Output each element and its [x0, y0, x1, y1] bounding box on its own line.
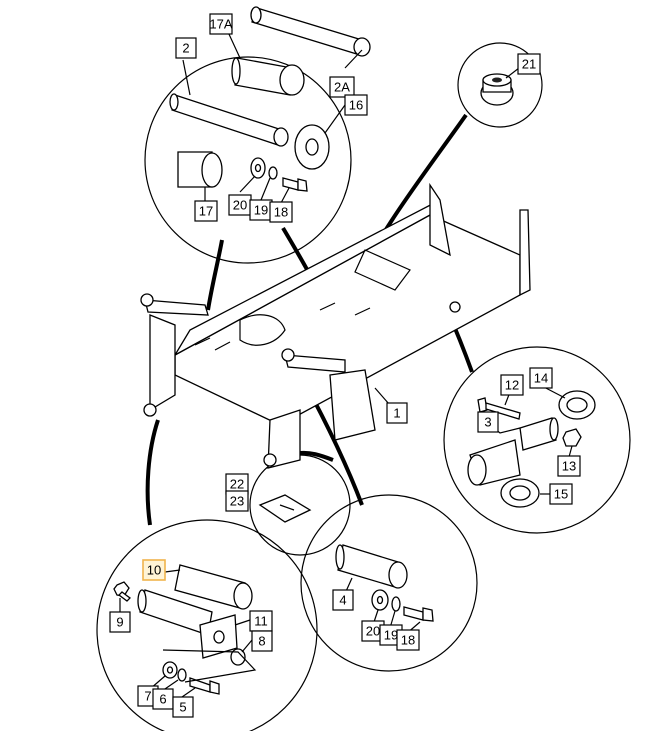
svg-text:3: 3	[484, 415, 491, 430]
svg-text:10: 10	[147, 563, 161, 578]
callout-5: 5	[172, 696, 194, 718]
callout-2: 2	[175, 37, 197, 59]
svg-text:5: 5	[179, 700, 186, 715]
svg-text:19: 19	[384, 628, 398, 643]
svg-text:15: 15	[554, 487, 568, 502]
callout-4: 4	[332, 589, 354, 611]
callout-8: 8	[251, 630, 273, 652]
part-bolt-9	[113, 581, 131, 602]
svg-text:2: 2	[182, 41, 189, 56]
svg-text:12: 12	[505, 378, 519, 393]
part-bush-17	[177, 151, 223, 188]
svg-text:18: 18	[401, 633, 415, 648]
detail-circle-bottom-mid	[300, 494, 478, 672]
part-pin-11	[137, 589, 238, 659]
part-bush-10	[174, 564, 253, 610]
leader-top-left	[206, 239, 224, 311]
callout-2a: 2A	[329, 76, 355, 98]
callout-11: 11	[249, 610, 273, 632]
detail-circle-bottom-left	[96, 519, 318, 731]
svg-text:14: 14	[534, 371, 548, 386]
svg-text:9: 9	[116, 615, 123, 630]
svg-text:16: 16	[349, 98, 363, 113]
part-bush-8	[230, 648, 246, 666]
part-washer-20-bottom	[371, 589, 389, 611]
part-washer-7	[162, 661, 178, 679]
callout-18-bottom: 18	[396, 629, 420, 651]
callout-9: 9	[109, 611, 131, 633]
svg-text:17: 17	[199, 204, 213, 219]
part-bolt-5	[189, 677, 220, 695]
svg-text:23: 23	[230, 494, 244, 509]
part-pin-2	[169, 93, 289, 147]
callout-20-bottom: 20	[361, 620, 385, 642]
callout-14: 14	[529, 367, 553, 389]
svg-text:19: 19	[254, 203, 268, 218]
callout-23: 23	[225, 490, 249, 512]
part-pin-3	[467, 417, 559, 486]
callout-19-top: 19	[249, 199, 273, 221]
svg-text:17A: 17A	[209, 17, 232, 32]
svg-text:7: 7	[144, 689, 151, 704]
detail-circle-right	[443, 346, 631, 534]
detail-circle-top	[144, 56, 352, 264]
svg-text:6: 6	[159, 692, 166, 707]
leader-bottom-left	[145, 419, 160, 526]
part-nut-21	[480, 73, 514, 106]
part-pin-4	[335, 544, 408, 589]
callout-3: 3	[477, 411, 499, 433]
callout-18-top: 18	[269, 201, 293, 223]
callout-22: 22	[225, 473, 249, 495]
part-washer-14	[558, 390, 596, 420]
part-washer-16	[294, 124, 330, 170]
callout-16: 16	[344, 94, 368, 116]
part-nut-13	[562, 428, 582, 447]
svg-text:4: 4	[339, 593, 346, 608]
svg-text:2A: 2A	[334, 80, 350, 95]
callout-13: 13	[557, 455, 581, 477]
callout-12: 12	[500, 374, 524, 396]
svg-text:20: 20	[233, 198, 247, 213]
callout-1: 1	[386, 402, 408, 424]
main-frame	[140, 182, 531, 469]
part-bolt-18-top	[282, 177, 308, 192]
part-washer-20-top	[250, 157, 266, 179]
svg-text:1: 1	[393, 406, 400, 421]
svg-text:18: 18	[274, 205, 288, 220]
svg-text:22: 22	[230, 477, 244, 492]
callout-6: 6	[152, 688, 174, 710]
part-pin-17a	[250, 6, 371, 57]
part-lockwasher-19-top	[268, 166, 278, 180]
svg-text:21: 21	[522, 57, 536, 72]
leader-shim	[299, 450, 334, 462]
svg-text:11: 11	[254, 614, 268, 629]
part-bolt-18-bottom	[403, 606, 434, 622]
part-bush-17a	[231, 57, 305, 96]
svg-text:20: 20	[366, 624, 380, 639]
part-bolt-12	[477, 397, 521, 420]
svg-text:8: 8	[258, 634, 265, 649]
callout-15: 15	[549, 483, 573, 505]
callout-21: 21	[517, 53, 541, 75]
callout-17: 17	[194, 200, 218, 222]
callout-20-top: 20	[228, 194, 252, 216]
callout-10: 10	[142, 559, 166, 581]
detail-circle-nut	[457, 42, 543, 128]
part-washer-15	[500, 478, 540, 508]
callout-17a: 17A	[209, 13, 233, 35]
part-lockwasher-19-bottom	[391, 596, 401, 612]
part-shim-22-23	[258, 494, 312, 523]
part-lockwasher-6	[177, 668, 187, 682]
svg-text:13: 13	[562, 459, 576, 474]
